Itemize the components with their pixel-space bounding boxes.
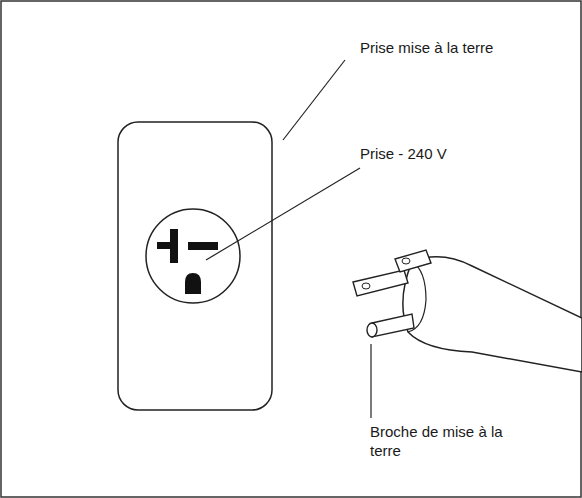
plug-blade <box>395 250 431 272</box>
slot-stub <box>157 242 172 249</box>
leader-line <box>206 168 360 260</box>
plug-blade <box>353 270 408 296</box>
ground-pin-tip <box>367 323 377 337</box>
plug-body <box>403 257 582 372</box>
leader-line <box>370 344 371 418</box>
callout-label: Prise mise à la terre <box>358 38 495 57</box>
outlet-plate <box>118 122 272 410</box>
ground-hole <box>185 273 201 294</box>
callout-label: Broche de mise à la terre <box>368 422 532 460</box>
receptacle-face <box>146 209 240 303</box>
leader-line <box>283 60 345 140</box>
callout-label: Prise - 240 V <box>358 144 449 163</box>
blade-hole <box>402 258 410 264</box>
ground-pin <box>372 314 414 337</box>
slot-horizontal <box>188 242 218 250</box>
blade-hole <box>362 283 370 289</box>
